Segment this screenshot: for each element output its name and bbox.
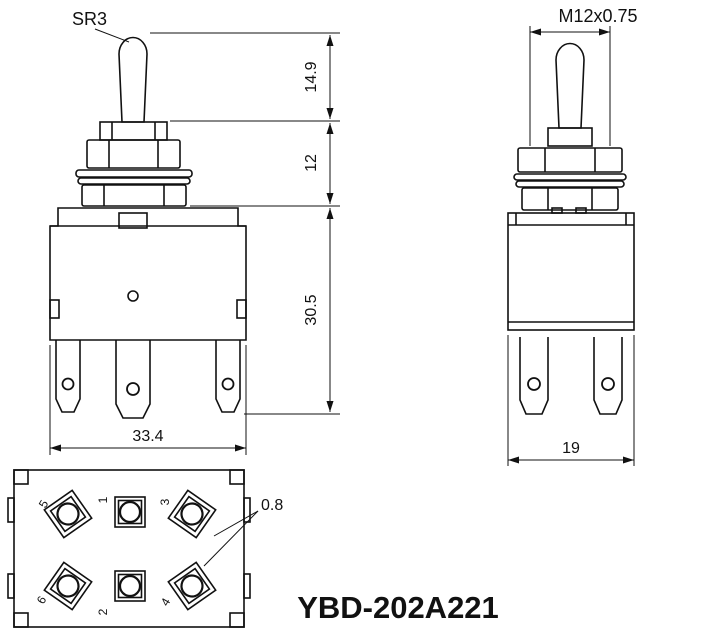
terminal-number-5: 5 xyxy=(36,497,52,510)
front-dimensions xyxy=(49,32,340,455)
terminals-side xyxy=(519,337,623,415)
terminal-4 xyxy=(167,561,217,611)
part-number-title: YBD-202A221 xyxy=(297,590,499,625)
rivet-hole xyxy=(127,290,139,302)
front-view xyxy=(49,36,247,419)
terminal-1 xyxy=(114,496,146,528)
dim-body-height: 30.5 xyxy=(303,294,320,325)
dim-toggle-height: 14.9 xyxy=(303,61,320,92)
washers-side xyxy=(513,173,627,188)
dim-bushing-height: 12 xyxy=(303,154,320,172)
washers-front xyxy=(75,169,193,185)
panel-nut-side xyxy=(521,187,619,211)
panel-nut-front xyxy=(81,184,187,207)
dim-body-width: 33.4 xyxy=(132,428,163,445)
bottom-base-outline xyxy=(13,469,245,628)
dim-body-depth: 19 xyxy=(562,440,580,457)
bottom-view xyxy=(7,469,251,628)
terminal-3 xyxy=(167,489,217,539)
terminal-number-4: 4 xyxy=(158,595,174,608)
collar-front xyxy=(99,121,168,141)
toggle-lever-front xyxy=(118,36,148,123)
thickness-callout xyxy=(203,510,259,567)
dim-terminal-thickness: 0.8 xyxy=(261,497,283,514)
thread-spec-label: M12x0.75 xyxy=(558,6,637,26)
switch-body-front xyxy=(49,207,247,341)
collar-side xyxy=(547,127,593,147)
terminal-number-3: 3 xyxy=(158,498,172,505)
terminal-number-6: 6 xyxy=(34,593,50,606)
terminal-6 xyxy=(43,561,93,611)
hex-nut-side xyxy=(517,147,623,173)
terminal-2 xyxy=(114,570,146,602)
terminal-number-1: 1 xyxy=(96,496,110,503)
thread-dimension xyxy=(507,26,635,466)
terminals-front xyxy=(55,340,241,419)
toggle-lever-side xyxy=(555,42,585,129)
terminal-5 xyxy=(43,489,93,539)
terminal-number-2: 2 xyxy=(96,608,110,615)
side-view xyxy=(507,42,635,415)
hex-nut-front xyxy=(86,139,181,169)
toggle-radius-label: SR3 xyxy=(72,9,107,29)
sr3-leader-line xyxy=(94,28,130,43)
switch-body-side xyxy=(507,207,635,331)
